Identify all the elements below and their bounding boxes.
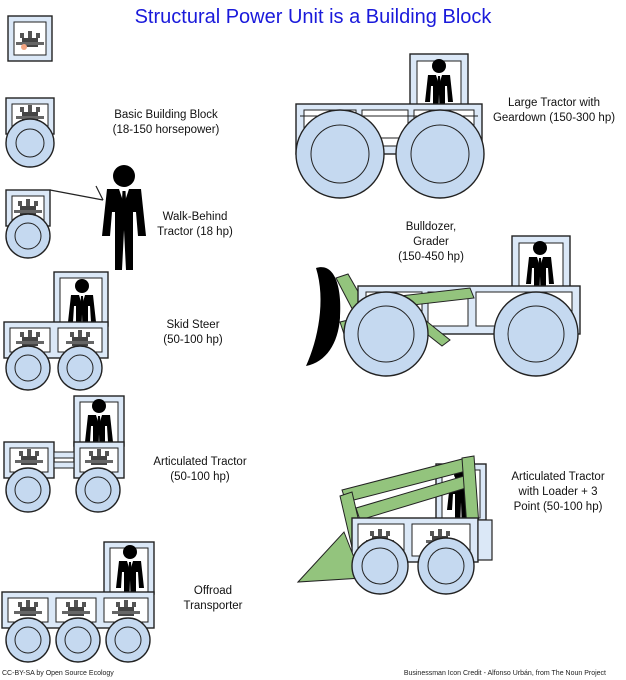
caption-large-tractor: Large Tractor with Geardown (150-300 hp) (486, 96, 622, 126)
caption-line: Grader (413, 236, 449, 248)
caption-line: with Loader + 3 (518, 486, 598, 498)
bulldozer-icon (306, 235, 581, 377)
icon-credit: Businessman Icon Credit - Alfonso Urbán,… (403, 670, 606, 677)
caption-skid-steer: Skid Steer (50-100 hp) (138, 318, 248, 348)
caption-line: Basic Building Block (114, 109, 218, 121)
offroad-transporter-icon (1, 541, 155, 663)
caption-line: Large Tractor with (507, 97, 601, 109)
caption-line: Articulated Tractor (153, 456, 247, 468)
caption-line: Offroad (193, 585, 233, 597)
basic-block-icon (5, 97, 55, 168)
caption-offroad: Offroad Transporter (168, 584, 258, 614)
large-tractor-icon (295, 53, 485, 199)
caption-articulated: Articulated Tractor (50-100 hp) (140, 455, 260, 485)
walk-behind-icon (5, 165, 146, 270)
caption-line: Walk-Behind (162, 211, 228, 223)
caption-line: Tractor (18 hp) (157, 226, 233, 238)
license-credit: CC-BY-SA by Open Source Ecology (2, 670, 114, 677)
caption-line: (18-150 horsepower) (112, 124, 220, 136)
caption-line: (50-100 hp) (170, 471, 230, 483)
loader-tractor-icon (296, 455, 493, 595)
caption-bulldozer: Bulldozer, Grader (150-450 hp) (376, 220, 486, 265)
caption-line: Point (50-100 hp) (513, 501, 603, 513)
caption-loader: Articulated Tractor with Loader + 3 Poin… (494, 470, 622, 515)
caption-line: Articulated Tractor (511, 471, 605, 483)
diagram-title: Structural Power Unit is a Building Bloc… (134, 6, 492, 28)
caption-basic-block: Basic Building Block (18-150 horsepower) (96, 108, 236, 138)
caption-line: (50-100 hp) (163, 334, 223, 346)
caption-line: Bulldozer, (405, 221, 457, 233)
caption-walk-behind: Walk-Behind Tractor (18 hp) (140, 210, 250, 240)
caption-line: Skid Steer (166, 319, 220, 331)
skid-steer-icon (3, 271, 109, 391)
articulated-tractor-icon (3, 395, 125, 513)
caption-line: Geardown (150-300 hp) (492, 112, 616, 124)
caption-line: (150-450 hp) (398, 251, 464, 263)
small-block-icon (7, 15, 53, 62)
caption-line: Transporter (183, 600, 243, 612)
